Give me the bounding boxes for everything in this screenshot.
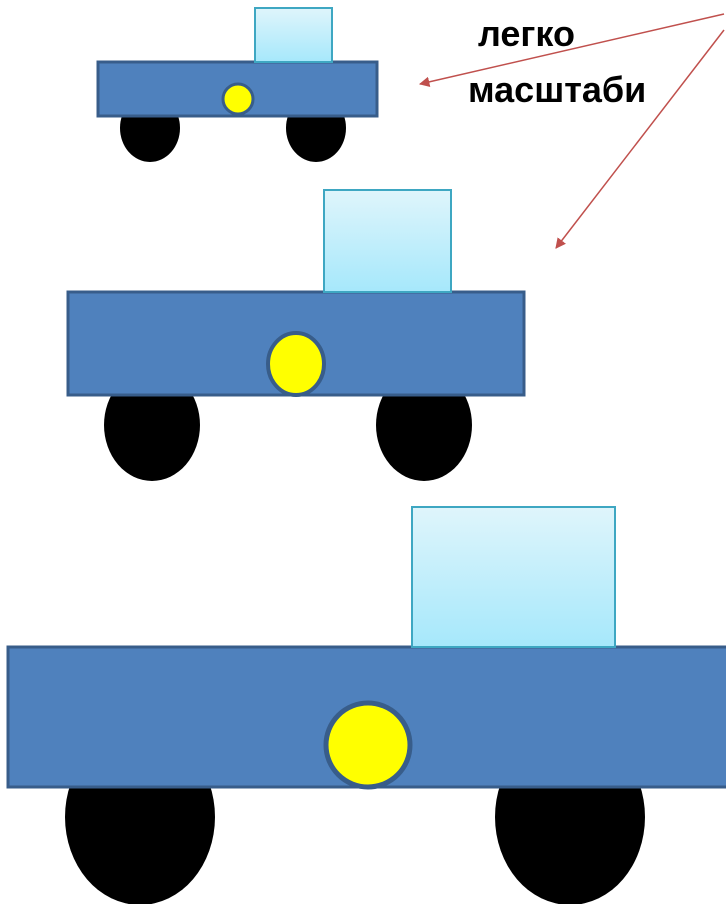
large-cart-cabin (411, 506, 616, 648)
large-cart (6, 506, 726, 904)
medium-cart-cabin (323, 189, 452, 293)
caption-line-2: масштаби (468, 69, 647, 110)
small-cart-cabin (254, 7, 333, 63)
small-cart (96, 7, 379, 162)
small-cart-light (221, 82, 255, 116)
arrow-to-medium-cart (555, 29, 725, 249)
medium-cart-left-wheel (104, 369, 200, 481)
large-cart-light (323, 700, 413, 790)
caption-line-1: легко (478, 13, 575, 54)
medium-cart-light (266, 331, 326, 397)
medium-cart-right-wheel (376, 369, 472, 481)
medium-cart (66, 189, 526, 481)
arrow-to-small-cart (418, 13, 725, 87)
